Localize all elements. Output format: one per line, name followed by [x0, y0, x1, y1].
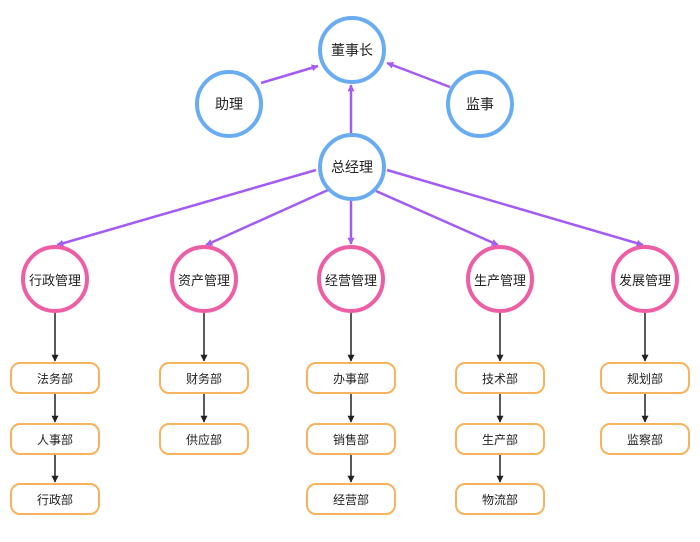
unit-box: 监察部 — [600, 423, 690, 455]
dept-label-3: 生产管理 — [473, 273, 526, 289]
dept-label-4: 发展管理 — [618, 273, 671, 289]
unit-label: 供应部 — [185, 432, 222, 447]
unit-box: 办事部 — [306, 362, 396, 394]
chairman-node: 董事长 — [318, 16, 386, 84]
unit-label: 财务部 — [185, 371, 222, 386]
arrow-gm-to-dept-3 — [375, 189, 499, 247]
dept-label-2: 经营管理 — [324, 273, 377, 289]
chairman-label: 董事长 — [331, 43, 373, 59]
unit-label: 行政部 — [36, 492, 73, 507]
assistant-label: 助理 — [215, 97, 243, 113]
unit-label: 经营部 — [332, 492, 369, 507]
dept-node-1: 资产管理 — [170, 245, 238, 313]
unit-box: 生产部 — [455, 423, 545, 455]
unit-box: 经营部 — [306, 483, 396, 515]
unit-label: 物流部 — [481, 492, 518, 507]
arrow-gm-to-dept-4 — [386, 168, 644, 247]
assistant-node: 助理 — [195, 70, 263, 138]
unit-box: 法务部 — [10, 362, 100, 394]
unit-label: 监察部 — [626, 432, 663, 447]
dept-node-2: 经营管理 — [317, 245, 385, 313]
unit-label: 法务部 — [36, 371, 73, 386]
unit-label: 规划部 — [626, 371, 663, 386]
dept-node-3: 生产管理 — [466, 245, 534, 313]
arrow-gm-to-dept-0 — [56, 168, 317, 247]
dept-node-4: 发展管理 — [611, 245, 679, 313]
supervisor-node: 监事 — [446, 70, 514, 138]
arrow-assistant-to-chairman — [260, 64, 319, 85]
unit-box: 行政部 — [10, 483, 100, 515]
arrow-gm-to-dept-1 — [205, 188, 329, 247]
unit-box: 供应部 — [159, 423, 249, 455]
unit-box: 规划部 — [600, 362, 690, 394]
dept-label-1: 资产管理 — [177, 273, 230, 289]
supervisor-label: 监事 — [466, 97, 494, 113]
general-manager-node: 总经理 — [318, 133, 386, 201]
unit-label: 销售部 — [332, 432, 369, 447]
dept-node-0: 行政管理 — [21, 245, 89, 313]
general-manager-label: 总经理 — [331, 160, 373, 176]
unit-box: 技术部 — [455, 362, 545, 394]
arrow-supervisor-to-chairman — [386, 61, 451, 89]
unit-box: 人事部 — [10, 423, 100, 455]
dept-label-0: 行政管理 — [28, 273, 81, 289]
unit-box: 销售部 — [306, 423, 396, 455]
unit-label: 办事部 — [332, 371, 369, 386]
unit-box: 物流部 — [455, 483, 545, 515]
unit-box: 财务部 — [159, 362, 249, 394]
unit-label: 人事部 — [36, 432, 73, 447]
unit-label: 技术部 — [481, 371, 518, 386]
unit-label: 生产部 — [481, 432, 518, 447]
